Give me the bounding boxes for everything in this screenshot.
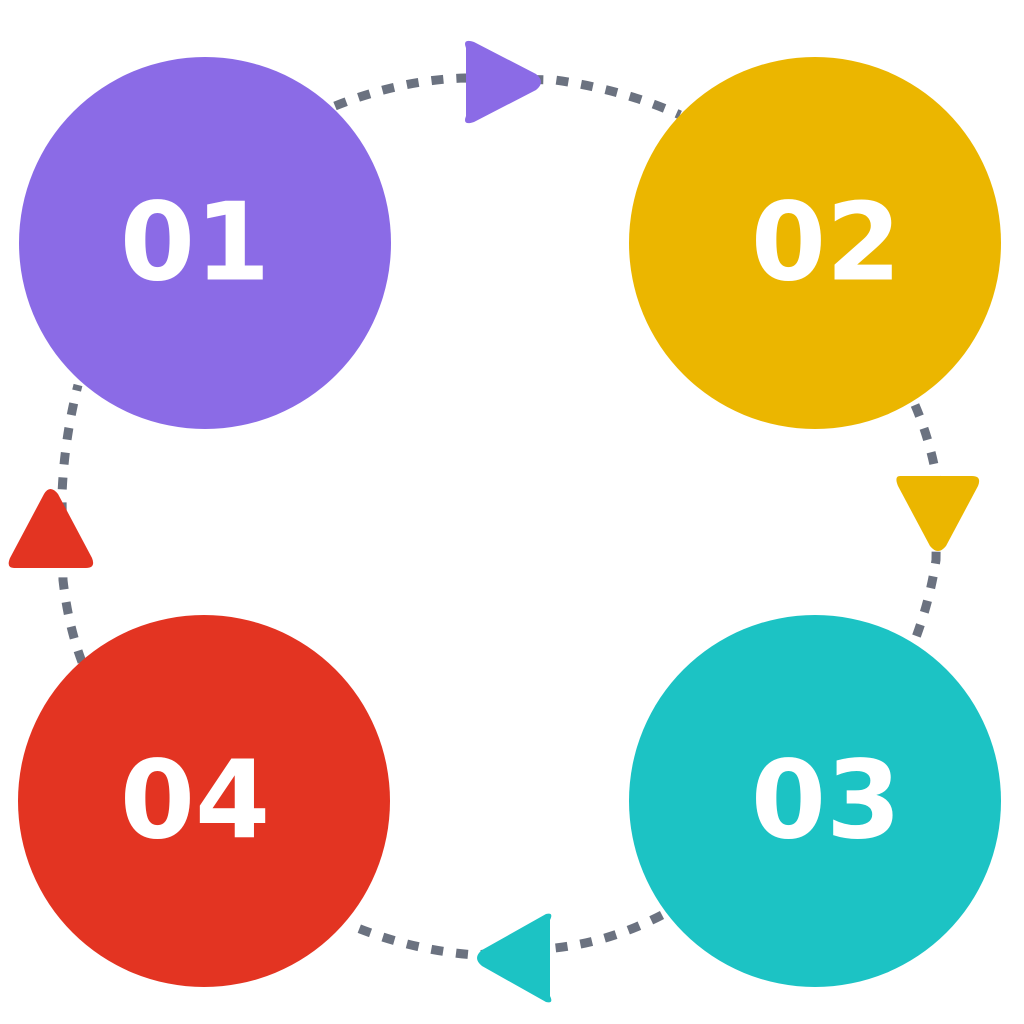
step-circle: [629, 57, 1001, 429]
step-circle: [19, 57, 391, 429]
step-01: 01: [19, 57, 391, 429]
step-circle: [18, 615, 390, 987]
step-number: 04: [120, 739, 270, 864]
step-number: 02: [751, 181, 901, 306]
arrows: [8, 40, 980, 1003]
step-number: 01: [120, 181, 270, 306]
step-number: 03: [751, 739, 901, 864]
connector-02-03: [910, 403, 942, 642]
connector-04-01: [57, 383, 87, 664]
step-04: 04: [18, 615, 390, 987]
arrow-up-icon: [8, 489, 94, 568]
step-circle: [629, 615, 1001, 987]
connector-03-04: [348, 911, 665, 960]
arrow-right-icon: [465, 40, 541, 124]
arrow-left-icon: [477, 913, 552, 1003]
step-03: 03: [629, 615, 1001, 987]
step-02: 02: [629, 57, 1001, 429]
arrow-down-icon: [896, 476, 980, 551]
